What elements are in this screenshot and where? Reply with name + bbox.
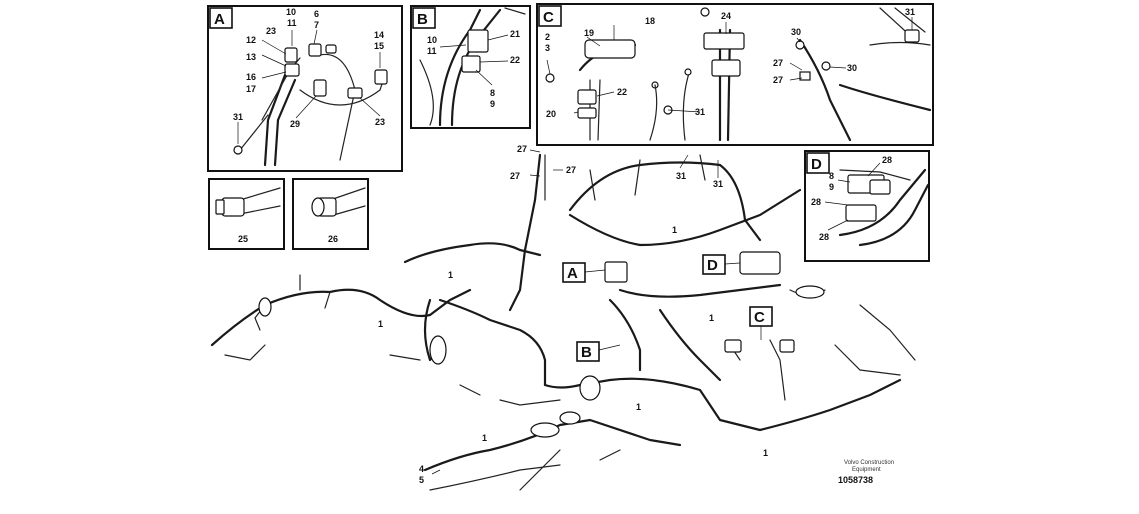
callout-23: 23 xyxy=(266,26,276,36)
main-harness xyxy=(210,149,916,491)
callout-24: 24 xyxy=(721,11,731,21)
callout-30: 30 xyxy=(791,27,801,37)
detail-panel-b: B 21 10 11 22 8 9 xyxy=(410,5,531,129)
detail-panel-26: 26 xyxy=(292,178,369,250)
callout-28: 28 xyxy=(882,155,892,165)
callout-31: 31 xyxy=(233,112,243,122)
callout-27-main-c: 27 xyxy=(566,165,576,175)
callout-5: 5 xyxy=(419,475,424,485)
callout-11: 11 xyxy=(427,46,437,56)
detail-label-a: A xyxy=(214,11,225,28)
callout-11: 11 xyxy=(287,18,297,28)
callout-20: 20 xyxy=(546,109,556,119)
callout-26: 26 xyxy=(328,234,338,244)
marker-a: A xyxy=(562,262,606,283)
callout-17: 17 xyxy=(246,84,256,94)
callout-12: 12 xyxy=(246,35,256,45)
callout-7: 7 xyxy=(314,20,319,30)
callout-27-main-a: 27 xyxy=(517,144,527,154)
callout-6: 6 xyxy=(314,9,319,19)
callout-9: 9 xyxy=(490,99,495,109)
callout-18: 18 xyxy=(645,16,655,26)
detail-panel-a: A 10 11 6 7 23 12 13 14 15 16 1 xyxy=(207,5,403,172)
callout-30b: 30 xyxy=(847,63,857,73)
callout-1-b: 1 xyxy=(448,270,453,280)
callout-1-c: 1 xyxy=(378,319,383,329)
callout-22: 22 xyxy=(510,55,520,65)
callout-2: 2 xyxy=(545,32,550,42)
callout-31-main-b: 31 xyxy=(713,179,723,189)
marker-d-label: D xyxy=(707,257,718,274)
marker-a-label: A xyxy=(567,265,578,282)
callout-15: 15 xyxy=(374,41,384,51)
marker-c-label: C xyxy=(754,309,765,326)
footer-company-2: Equipment xyxy=(852,467,881,473)
callout-1-d: 1 xyxy=(709,313,714,323)
callout-1-a: 1 xyxy=(672,225,677,235)
callout-4: 4 xyxy=(419,464,424,474)
callout-3: 3 xyxy=(545,43,550,53)
callout-27-main-b: 27 xyxy=(510,171,520,181)
detail-panel-c: C xyxy=(536,3,934,146)
callout-31b: 31 xyxy=(695,107,705,117)
callout-14: 14 xyxy=(374,30,384,40)
callout-16: 16 xyxy=(246,72,256,82)
callout-1-g: 1 xyxy=(763,448,768,458)
callout-28c: 28 xyxy=(819,232,829,242)
figure-number: 1058738 xyxy=(838,475,873,485)
marker-b-label: B xyxy=(581,344,592,361)
callout-13: 13 xyxy=(246,52,256,62)
callout-27b: 27 xyxy=(773,75,783,85)
callout-9: 9 xyxy=(829,182,834,192)
callout-8: 8 xyxy=(829,171,834,181)
callout-1-e: 1 xyxy=(636,402,641,412)
detail-panel-d: D 28 8 9 28 28 xyxy=(804,150,930,262)
callout-27: 27 xyxy=(773,58,783,68)
callout-22: 22 xyxy=(617,87,627,97)
callout-25: 25 xyxy=(238,234,248,244)
callout-31: 31 xyxy=(905,7,915,17)
marker-d: D xyxy=(702,254,741,275)
callout-28b: 28 xyxy=(811,197,821,207)
callout-31-main-a: 31 xyxy=(676,171,686,181)
callout-10: 10 xyxy=(286,7,296,17)
marker-c: C xyxy=(749,306,773,340)
callout-19: 19 xyxy=(584,28,594,38)
footer-company: Volvo Construction xyxy=(844,460,894,466)
detail-label-d: D xyxy=(811,156,822,173)
detail-panel-25: 25 xyxy=(208,178,285,250)
callout-23b: 23 xyxy=(375,117,385,127)
detail-label-b: B xyxy=(417,11,428,28)
callout-21: 21 xyxy=(510,29,520,39)
marker-b: B xyxy=(576,341,621,362)
callout-10: 10 xyxy=(427,35,437,45)
callout-1-f: 1 xyxy=(482,433,487,443)
detail-label-c: C xyxy=(543,9,554,26)
callout-29: 29 xyxy=(290,119,300,129)
callout-8: 8 xyxy=(490,88,495,98)
